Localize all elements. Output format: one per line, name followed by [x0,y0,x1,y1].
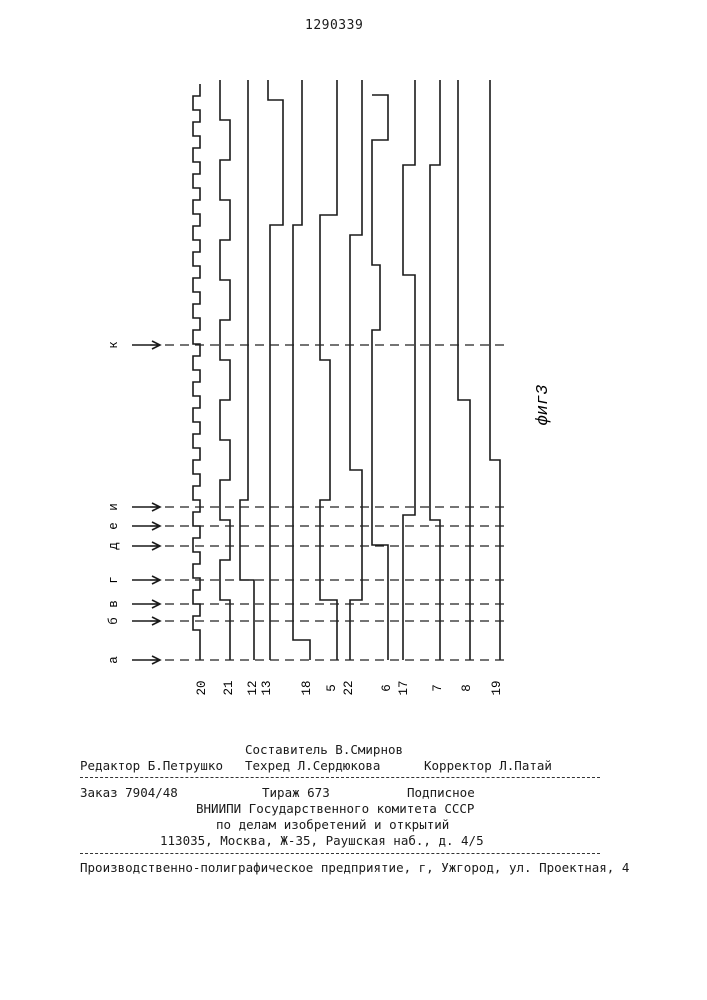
event-arrow-6 [132,503,160,511]
subscription: Подписное [407,785,475,800]
trace-12 [240,80,254,660]
trace-6 [372,95,388,660]
circulation: Тираж 673 [262,785,330,800]
trace-17 [403,80,415,660]
proofreader: Корректор Л.Патай [424,758,552,773]
signal-label-6: 6 [380,684,394,692]
event-arrow-3 [132,576,160,584]
editor: Редактор Б.Петрушко [80,758,223,773]
event-label-k: к [107,341,121,349]
event-arrow-0 [132,656,160,664]
signal-label-8: 8 [460,684,474,692]
figure-caption: фиг3 [534,385,553,426]
trace-13 [268,80,283,660]
event-arrow-2 [132,600,160,608]
trace-18 [293,80,310,660]
signal-label-22: 22 [342,680,356,695]
org-line-1: ВНИИПИ Государственного комитета СССР [196,801,474,816]
signal-label-18: 18 [300,680,314,695]
signal-label-20: 20 [195,680,209,695]
event-label-b: б [107,617,121,625]
signal-label-21: 21 [222,680,236,695]
signal-traces [193,80,500,660]
signal-label-13: 13 [260,680,274,695]
event-label-g: г [107,576,121,584]
trace-8 [458,80,470,660]
event-arrows [132,341,160,664]
compiler: Составитель В.Смирнов [245,742,403,757]
event-arrow-1 [132,617,160,625]
signal-label-17: 17 [397,680,411,695]
event-lines [150,345,505,660]
trace-20 [193,84,200,660]
signal-label-7: 7 [431,684,445,692]
signal-label-19: 19 [490,680,504,695]
trace-5 [320,80,337,660]
event-arrow-5 [132,522,160,530]
org-line-2: по делам изобретений и открытий [216,817,449,832]
printer: Производственно-полиграфическое предприя… [80,860,629,875]
trace-19 [490,80,500,660]
signal-label-12: 12 [246,680,260,695]
trace-7 [430,80,440,660]
separator-2 [80,853,600,854]
event-arrow-4 [132,542,160,550]
event-arrow-7 [132,341,160,349]
event-label-v1: в [107,600,121,608]
order-number: Заказ 7904/48 [80,785,178,800]
event-label-d: д [107,542,121,550]
separator-1 [80,777,600,778]
trace-21 [220,80,230,660]
address: 113035, Москва, Ж-35, Раушская наб., д. … [160,833,484,848]
event-label-a: а [107,656,121,664]
signal-label-5: 5 [325,684,339,692]
tech-editor: Техред Л.Сердюкова [245,758,380,773]
event-label-i: и [107,503,121,511]
event-label-e: е [107,522,121,530]
trace-22 [350,80,362,660]
